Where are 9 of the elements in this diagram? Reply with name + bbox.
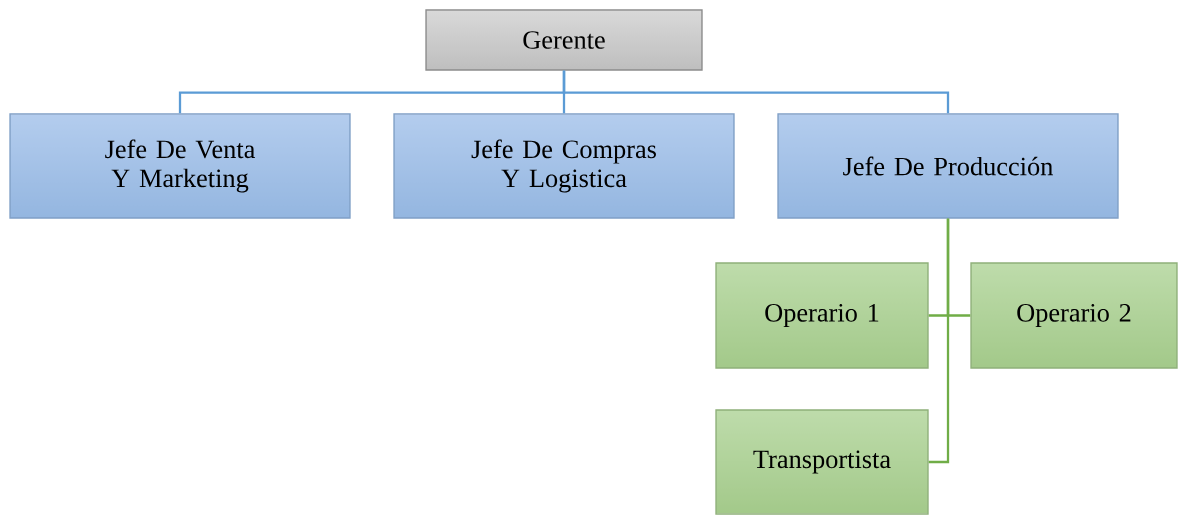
connector-line: [562, 70, 950, 114]
org-box: Operario 2: [970, 262, 1178, 369]
org-box: Operario 1: [715, 262, 929, 369]
org-box: Jefe De Venta Y Marketing: [9, 113, 351, 219]
org-box: Transportista: [715, 409, 929, 515]
org-box: Jefe De Compras Y Logistica: [393, 113, 735, 219]
org-box: Gerente: [425, 9, 703, 71]
org-box: Jefe De Producción: [777, 113, 1119, 219]
connector-line: [928, 218, 950, 464]
